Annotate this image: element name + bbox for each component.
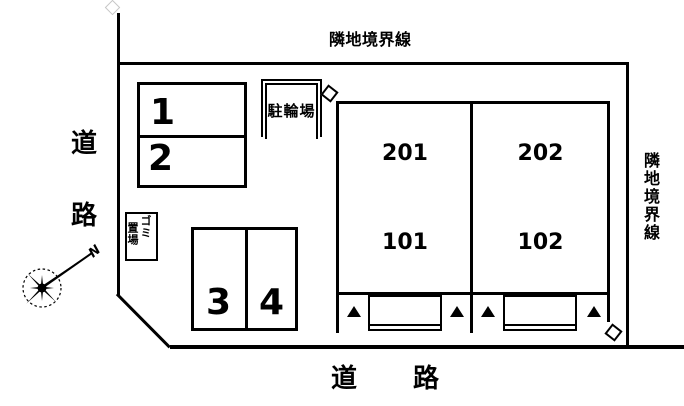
porch-wall-right: [607, 295, 610, 322]
building-outline: [336, 101, 610, 295]
unit-label-102: 102: [517, 230, 564, 255]
bike-parking-label: 駐輪場: [267, 102, 316, 120]
entrance-step-right-inner-line: [505, 324, 575, 326]
boundary-line-bottom: [170, 345, 684, 349]
garbage-label-left-column: 置場: [126, 222, 139, 246]
unit-label-101: 101: [382, 230, 428, 255]
parking-space-4: 4: [259, 282, 285, 323]
road-label-bottom-char1: 道: [331, 364, 358, 394]
boundary-marker-icon: [320, 84, 339, 103]
boundary-line-left: [117, 13, 120, 295]
compass-north-label: N: [86, 243, 104, 262]
parking-space-1: 1: [150, 92, 176, 133]
boundary-marker-icon: [604, 323, 623, 342]
parking-box-1-2: [137, 82, 247, 188]
entrance-triangle-icon: [450, 306, 464, 317]
entrance-step-right: [503, 295, 577, 331]
parking-box-3-4: [191, 227, 298, 331]
road-label-left-char1: 道: [71, 129, 98, 159]
entrance-step-left-inner-line: [370, 324, 440, 326]
entrance-triangle-icon: [481, 306, 495, 317]
boundary-line-right: [626, 62, 629, 349]
boundary-label-right: 隣地境界線: [641, 152, 660, 242]
building-south-wall: [336, 292, 610, 295]
porch-wall-left: [336, 295, 339, 333]
entrance-triangle-icon: [587, 306, 601, 317]
entrance-step-left: [368, 295, 442, 331]
boundary-line-diagonal: [115, 293, 171, 349]
road-label-left-char2: 路: [71, 201, 98, 231]
compass-icon: N: [22, 243, 104, 308]
entrance-triangle-icon: [347, 306, 361, 317]
bike-parking-inner: 駐輪場: [265, 83, 318, 139]
unit-label-202: 202: [517, 141, 564, 166]
parking-space-2: 2: [148, 138, 174, 179]
unit-label-201: 201: [382, 141, 428, 166]
parking-divider-3-4: [245, 230, 248, 328]
building-center-divider: [470, 101, 473, 333]
garbage-box: [125, 212, 158, 261]
parking-divider-1-2: [140, 135, 244, 138]
boundary-label-top: 隣地境界線: [329, 30, 412, 49]
parking-space-3: 3: [206, 282, 232, 323]
boundary-line-top: [117, 62, 629, 65]
road-label-bottom-char2: 路: [413, 364, 440, 394]
garbage-label-right-column: ゴミ: [139, 215, 152, 239]
bike-parking-outer: [261, 79, 322, 137]
